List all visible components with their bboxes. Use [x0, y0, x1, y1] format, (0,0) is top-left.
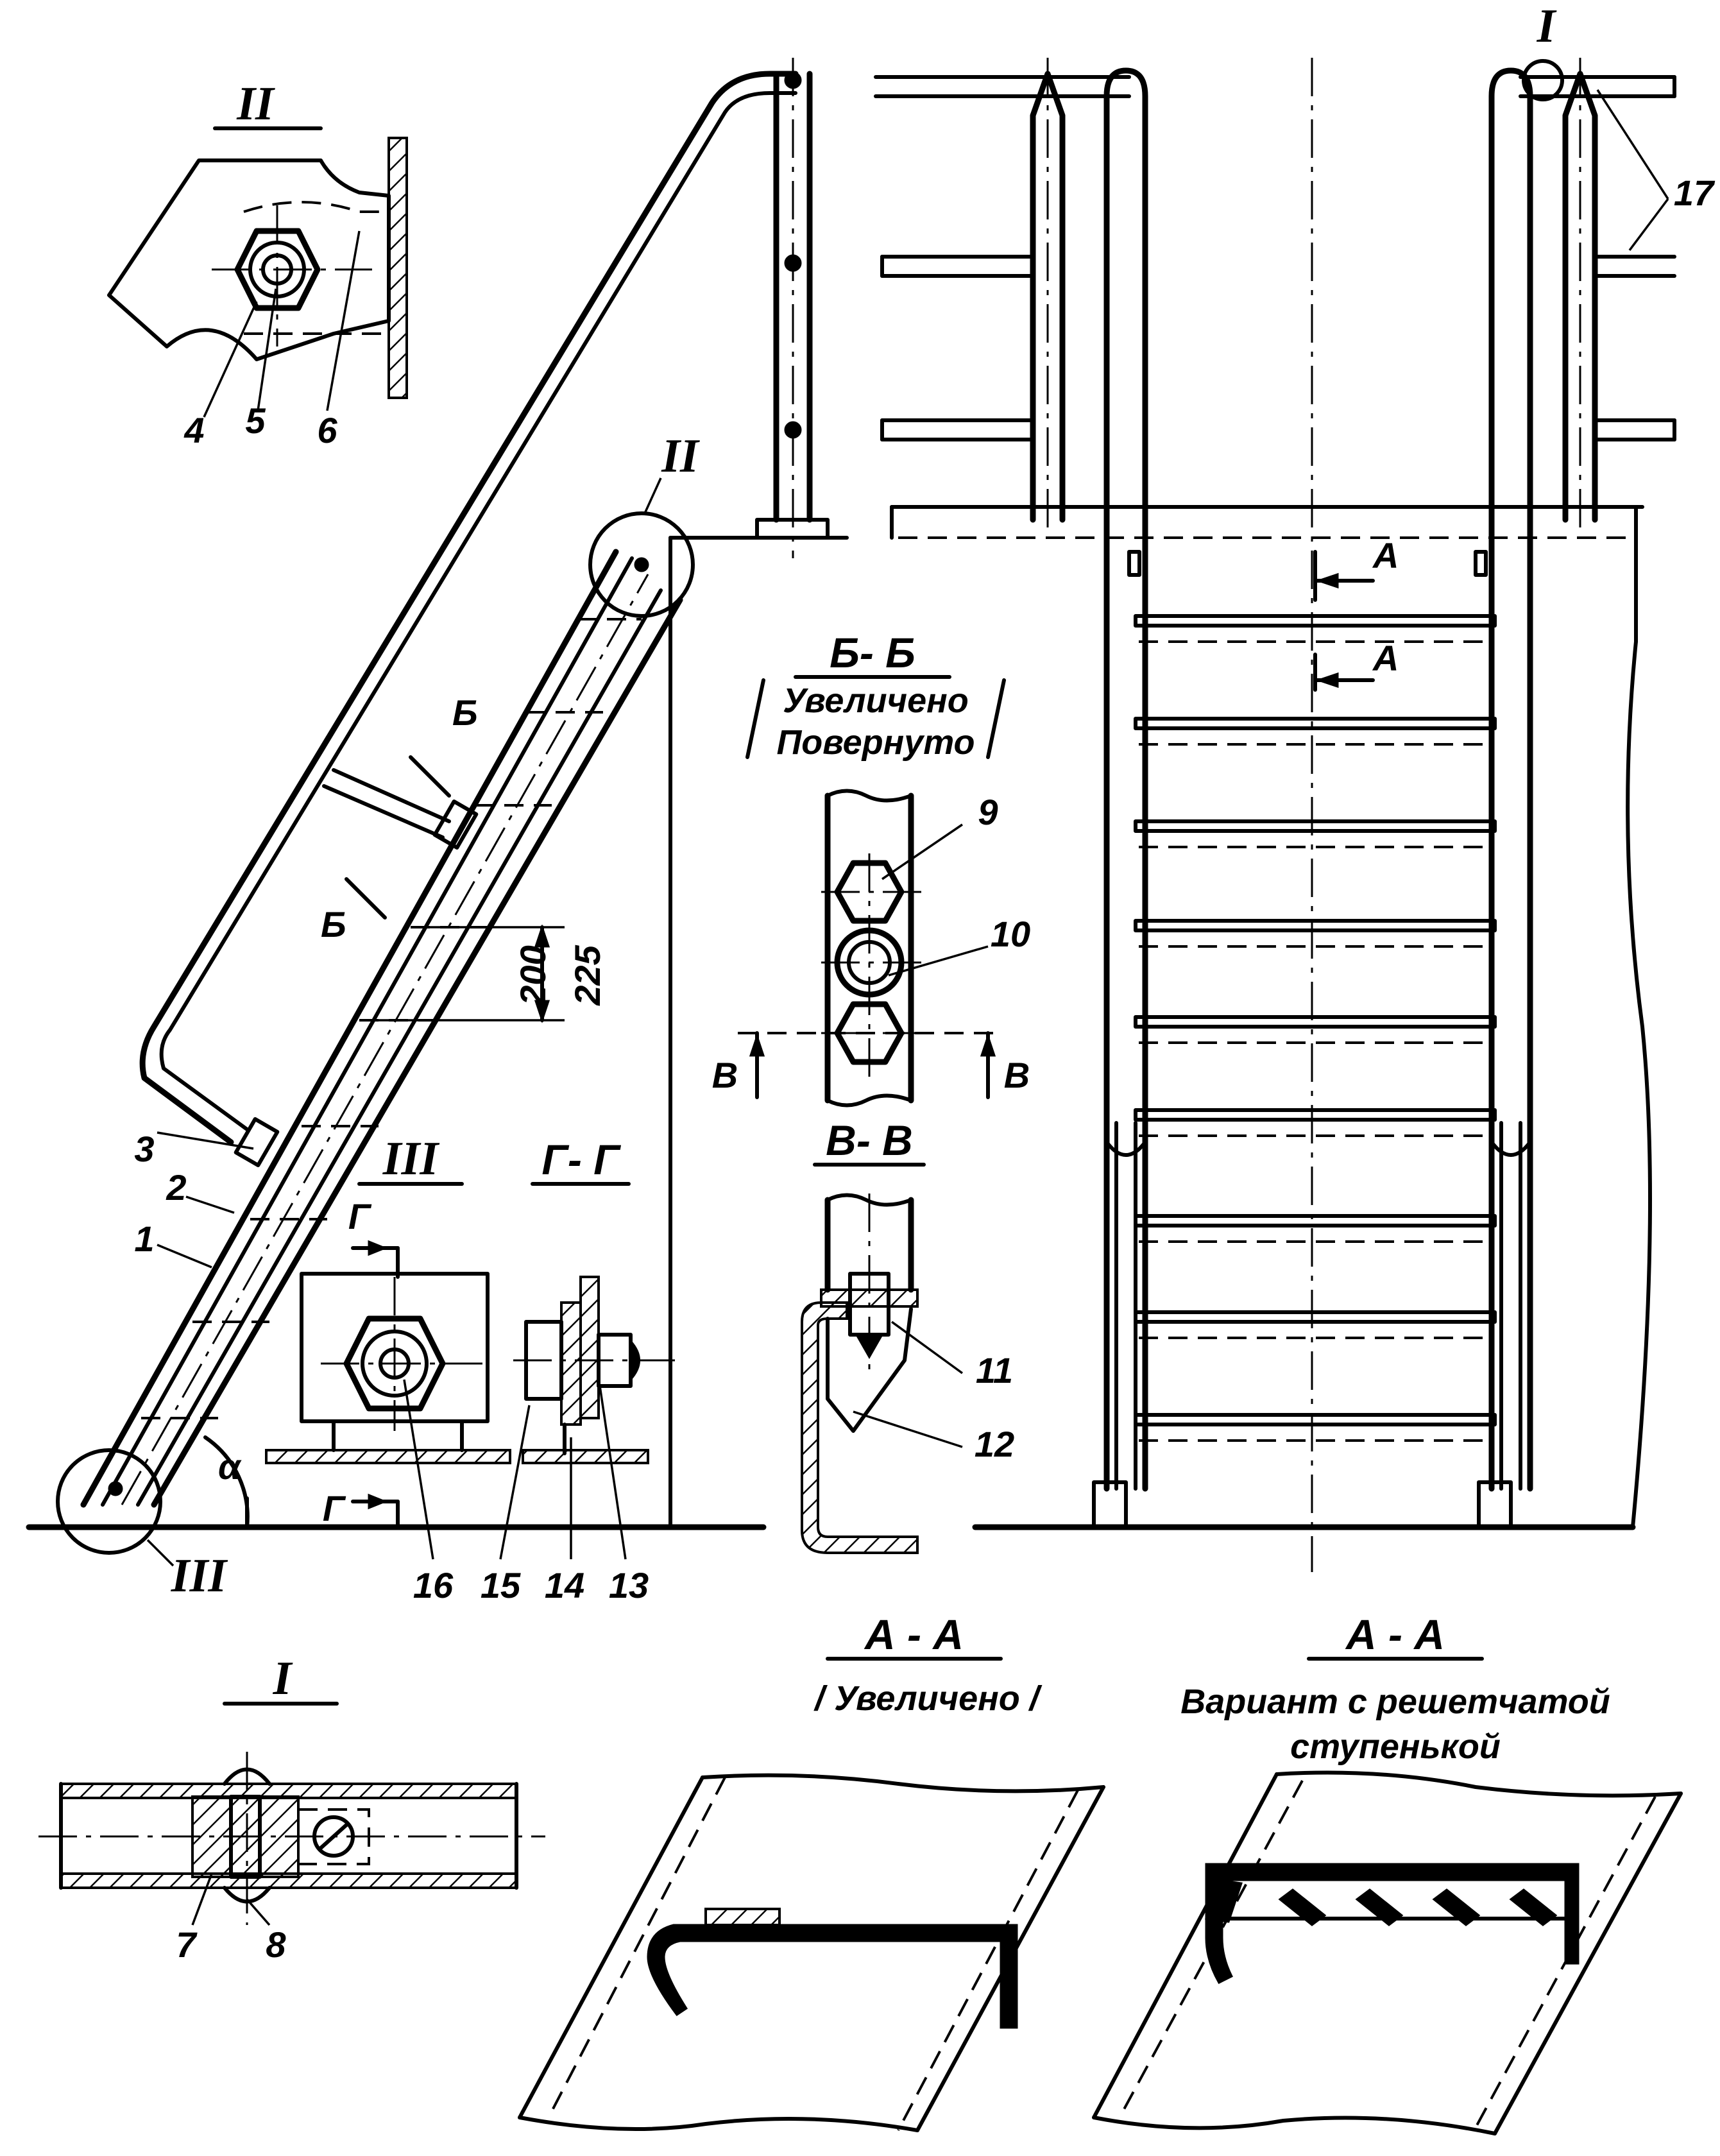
section-G-title: Г- Г	[541, 1136, 621, 1183]
part-label-7: 7	[176, 1924, 198, 1965]
part-label-13: 13	[609, 1565, 649, 1605]
detail-II-title: II	[236, 78, 275, 130]
cut-mark-B-lower: Б	[321, 904, 346, 945]
part-label-17: 17	[1674, 173, 1716, 213]
detail-I-view: I 7 8	[38, 1652, 545, 1965]
callout-II-side: II	[661, 430, 700, 483]
dim-step-min: 200	[513, 945, 553, 1005]
detail-II-view: II 4 5 6	[107, 78, 408, 450]
part-label-9: 9	[978, 792, 998, 832]
side-view: II III α Б Б 200 225 3 2 1	[26, 58, 849, 1602]
section-A-variant-view: А - А Вариант с решетчатой ступенькой	[1092, 1611, 1683, 2135]
cut-mark-A-lower: А	[1372, 638, 1399, 678]
dim-step-max: 225	[567, 945, 608, 1005]
section-B-view: Б- Б Увеличено Повернуто В В 9 10	[712, 629, 1030, 1108]
part-label-3: 3	[134, 1129, 154, 1169]
part-label-11: 11	[976, 1350, 1013, 1390]
section-B-note-2: Повернуто	[776, 723, 975, 762]
section-V-view: В- В 11 12	[801, 1116, 1014, 1554]
section-A-variant-note-2: ступенькой	[1290, 1727, 1501, 1766]
part-label-12: 12	[975, 1424, 1014, 1464]
callout-III-side: III	[171, 1550, 228, 1602]
part-label-5: 5	[245, 400, 266, 441]
part-label-10: 10	[991, 914, 1030, 954]
angle-alpha: α	[218, 1446, 242, 1487]
section-B-title: Б- Б	[830, 629, 915, 676]
detail-I-title: I	[273, 1652, 293, 1705]
cut-mark-A-upper: А	[1372, 535, 1399, 576]
section-V-title: В- В	[826, 1116, 913, 1164]
section-A-variant-title: А - А	[1345, 1611, 1445, 1658]
part-label-2: 2	[166, 1167, 186, 1208]
section-A-title: А - А	[864, 1611, 964, 1658]
cut-mark-V-right: В	[1004, 1055, 1030, 1095]
cut-mark-B-upper: Б	[452, 692, 478, 733]
section-A-view: А - А / Увеличено /	[518, 1611, 1105, 2132]
part-label-1: 1	[134, 1219, 154, 1259]
part-label-4: 4	[183, 410, 204, 450]
detail-III-view: III Г Г 16	[265, 1133, 511, 1605]
part-label-14: 14	[545, 1565, 584, 1605]
section-G-view: Г- Г 15 14 13	[481, 1136, 680, 1605]
section-A-variant-note-1: Вариант с решетчатой	[1180, 1682, 1610, 1721]
callout-I-front: I	[1537, 0, 1557, 53]
part-label-16: 16	[413, 1565, 454, 1605]
cut-mark-V-left: В	[712, 1055, 738, 1095]
section-B-note-1: Увеличено	[783, 681, 969, 720]
detail-III-title: III	[382, 1133, 440, 1185]
part-label-6: 6	[317, 410, 337, 450]
part-label-15: 15	[481, 1565, 521, 1605]
cut-mark-G-lower: Г	[323, 1488, 346, 1528]
part-label-8: 8	[266, 1924, 286, 1965]
section-A-note: / Увеличено /	[813, 1679, 1043, 1718]
cut-mark-G-upper: Г	[348, 1196, 372, 1236]
front-view: А А I 17	[874, 0, 1716, 1572]
